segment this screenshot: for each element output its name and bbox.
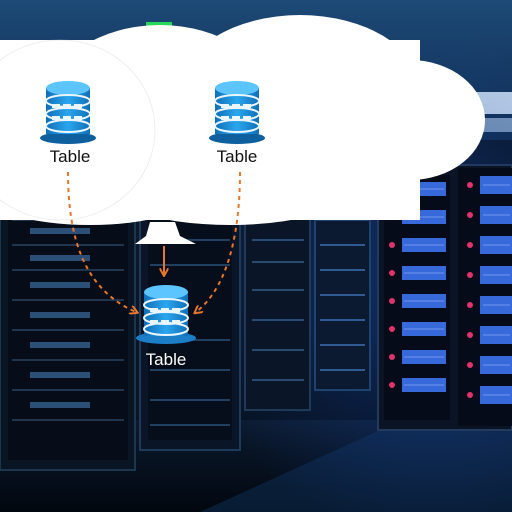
edge-left-to-bottom (67, 171, 136, 312)
database-icon (136, 285, 196, 344)
database-icon (40, 81, 96, 144)
database-icon (209, 81, 265, 144)
table-bottom-label: Table (145, 350, 187, 369)
edge-right-to-bottom (196, 171, 241, 312)
cloud-stand (135, 222, 196, 244)
table-right-label: Table (216, 147, 258, 166)
table-left-label: Table (49, 147, 91, 166)
